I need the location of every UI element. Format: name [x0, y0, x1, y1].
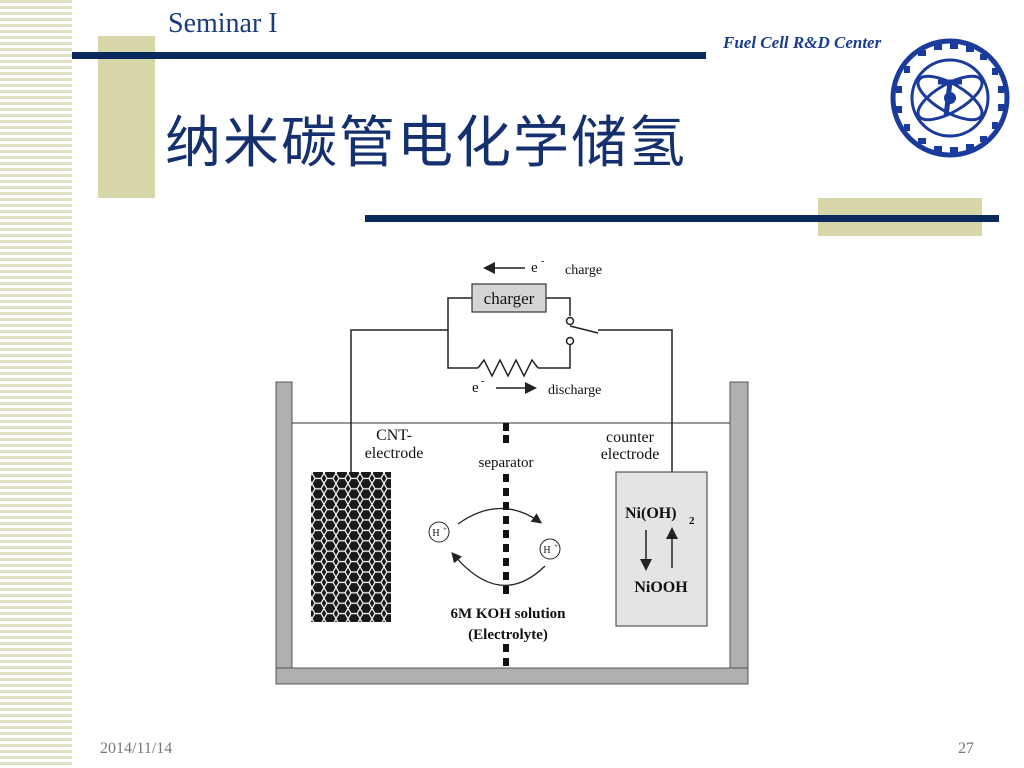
cnt-hex-lattice [311, 472, 391, 622]
center-name: Fuel Cell R&D Center [723, 33, 882, 52]
electron-bottom-label: e [472, 380, 479, 396]
cnt-label-line1: CNT- [376, 427, 412, 444]
proton-right [539, 538, 561, 560]
charger-label: charger [484, 289, 535, 308]
nioh2-subscript: 2 [689, 515, 695, 527]
counter-label-line2: electrode [601, 446, 660, 463]
discharge-label: discharge [548, 383, 601, 398]
footer-page-number: 27 [958, 740, 974, 757]
header-rule-bottom [365, 215, 999, 222]
proton-left-label: H [432, 528, 439, 539]
counter-label-line1: counter [606, 429, 655, 446]
header-khaki-block [98, 36, 155, 198]
electrolyte-label: (Electrolyte) [468, 627, 548, 643]
separator-label: separator [479, 455, 534, 471]
footer-date: 2014/11/14 [100, 740, 173, 757]
institute-logo [888, 38, 1012, 158]
electron-top-label: e [531, 260, 538, 276]
proton-arrow-to-counter [457, 507, 543, 525]
charger-box [471, 283, 547, 313]
proton-left [428, 521, 450, 543]
external-circuit [350, 297, 673, 472]
koh-label: 6M KOH solution [450, 606, 566, 622]
proton-left-sup: + [443, 525, 447, 533]
nioh2-label: Ni(OH) [625, 505, 677, 522]
seminar-label: Seminar I [168, 8, 278, 39]
electron-bottom-sup: - [481, 376, 484, 387]
proton-right-sup: + [554, 542, 558, 550]
niooh-label: NiOOH [634, 579, 688, 596]
counter-electrode [615, 471, 708, 627]
electrolyte-tank [275, 381, 749, 685]
charge-label: charge [565, 263, 602, 278]
proton-right-label: H [543, 545, 550, 556]
separator-dashed-line [503, 423, 509, 666]
slide-title: 纳米碳管电化学储氢 [165, 111, 687, 176]
proton-arrow-to-cnt [451, 552, 546, 586]
left-stripe-decoration [0, 0, 72, 768]
cnt-label-line2: electrode [365, 445, 424, 462]
electron-top-sup: - [541, 256, 544, 267]
header-rule-top [72, 52, 706, 59]
